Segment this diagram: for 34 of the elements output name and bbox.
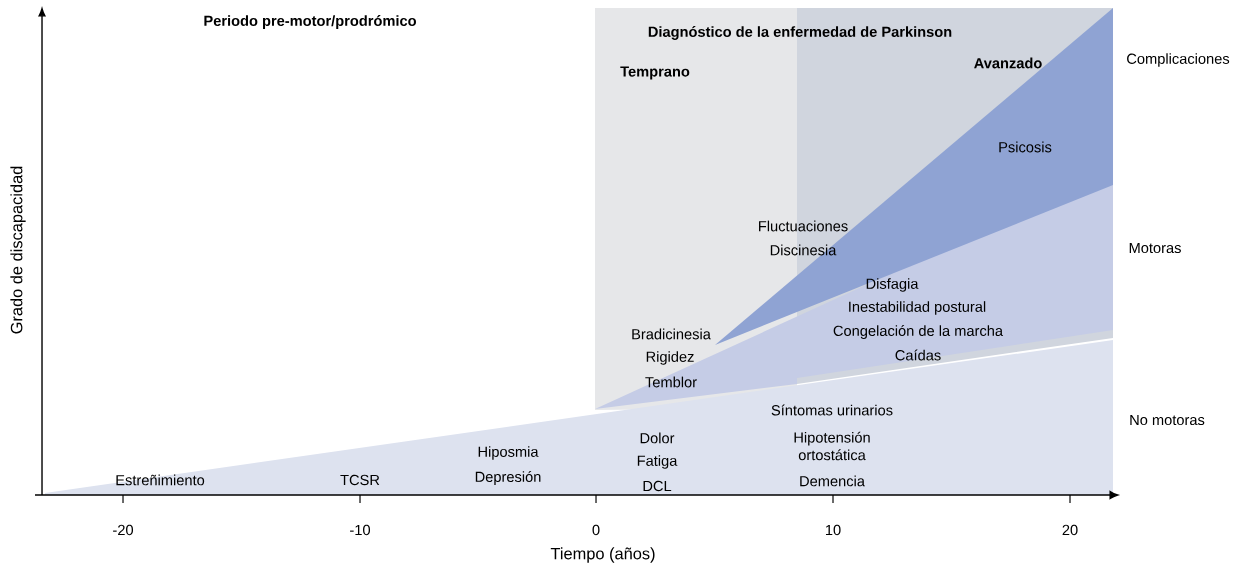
symptom-label: Hipotensión ortostática xyxy=(794,431,870,461)
symptom-label: Dolor xyxy=(640,432,675,444)
symptom-label: Fluctuaciones xyxy=(759,220,848,232)
symptom-label: Fatiga xyxy=(637,455,678,469)
tick-label: 0 xyxy=(592,524,600,536)
symptom-label: Bradicinesia xyxy=(632,328,711,340)
axis-title: Grado de discapacidad xyxy=(10,166,26,334)
tick-label: 20 xyxy=(1062,524,1078,536)
symptom-label: TCSR xyxy=(340,474,380,486)
symptom-label: Congelación de la marcha xyxy=(833,325,1004,339)
period-heading: Periodo pre-motor/prodrómico xyxy=(204,15,416,29)
symptom-label: Inestabilidad postural xyxy=(849,301,986,315)
symptom-label: Discinesia xyxy=(770,244,837,256)
symptom-label: Rigidez xyxy=(646,351,694,365)
band-label: Temprano xyxy=(620,66,690,80)
symptom-label: Hiposmia xyxy=(478,446,539,460)
tick-label: -20 xyxy=(113,524,133,536)
symptom-label: Síntomas urinarios xyxy=(771,404,893,416)
category-label: Complicaciones xyxy=(1127,53,1230,67)
tick-label: 10 xyxy=(826,524,841,536)
diagnosis-heading: Diagnóstico de la enfermedad de Parkinson xyxy=(648,26,952,40)
axis-title: Tiempo (años) xyxy=(550,547,655,563)
symptom-label: DCL xyxy=(643,480,672,492)
tick-label: -10 xyxy=(350,524,370,536)
symptom-label: Disfagia xyxy=(866,278,919,292)
symptom-label: Temblor xyxy=(645,376,697,388)
category-label: Motoras xyxy=(1129,242,1181,254)
symptom-label: Caídas xyxy=(895,349,941,361)
symptom-label: Demencia xyxy=(800,475,865,487)
symptom-label: Psicosis xyxy=(999,141,1052,153)
category-label: No motoras xyxy=(1130,414,1205,426)
symptom-label: Depresión xyxy=(475,471,541,485)
symptom-label: Estreñimiento xyxy=(116,474,205,486)
band-label: Avanzado xyxy=(974,57,1042,69)
